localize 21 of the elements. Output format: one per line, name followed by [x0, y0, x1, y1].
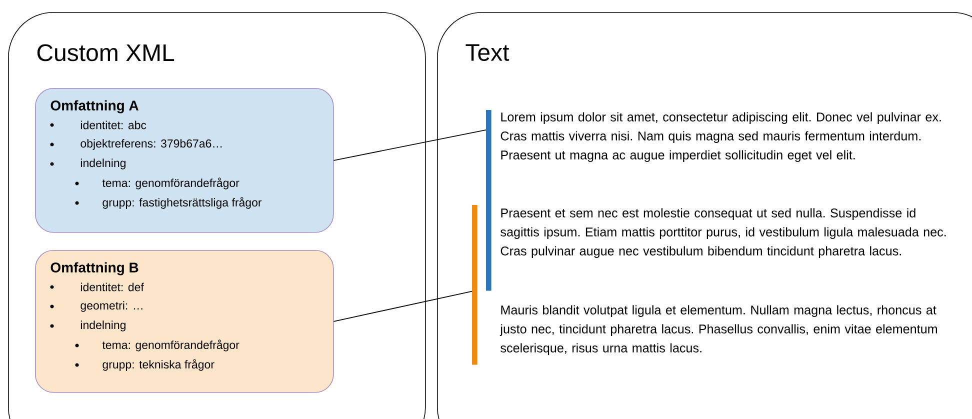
- box-heading: Omfattning B: [50, 262, 138, 276]
- bullet-text: identitet: def: [80, 282, 144, 292]
- bullet-text: grupp: fastighetsrättsliga frågor: [102, 197, 262, 209]
- bullet-text: geometri: …: [80, 301, 142, 312]
- bullet-text: identitet: abc: [80, 120, 146, 130]
- bullet-text: grupp: tekniska frågor: [102, 359, 214, 371]
- paragraph: Lorem ipsum dolor sit amet, consectetur adipiscing elit. Donec vel pulvinar ex. Cras mattis viverra nisi. Nam quis magna sed mauris fermentum interdum. Praesent ut magna ac augue imperdiet sollicitudin eget vel elit.: [500, 112, 941, 162]
- box-heading: Omfattning A: [50, 100, 138, 114]
- bullet-text: indelning: [80, 158, 126, 170]
- bullet-text: tema: genomförandefrågor: [102, 178, 240, 190]
- panel-title: Text: [466, 44, 510, 61]
- paragraph: Praesent et sem nec est molestie consequat ut sed nulla. Suspendisse id sagittis ipsum. Etiam mattis porttitor purus, id vestibulum ligula malesuada nec. Cras pulvinar augue nec vestibulum bibendum tincidunt pharetra lacus.: [500, 208, 946, 258]
- connector-line: [333, 290, 472, 322]
- bullet-text: tema: genomförandefrågor: [102, 340, 240, 352]
- bar: [486, 110, 492, 291]
- bar: [472, 204, 478, 365]
- panel-title: Custom XML: [37, 44, 174, 62]
- connector-line: [333, 129, 486, 161]
- bullet-text: objektreferens: 379b67a6…: [80, 139, 222, 150]
- paragraph: Mauris blandit volutpat ligula et elementum. Nullam magna lectus, rhoncus at justo nec, tincidunt pharetra lacus. Phasellus convallis, enim vitae elementum scelerisque, risus urna mattis lacus.: [500, 305, 937, 355]
- bullet-text: indelning: [80, 320, 126, 332]
